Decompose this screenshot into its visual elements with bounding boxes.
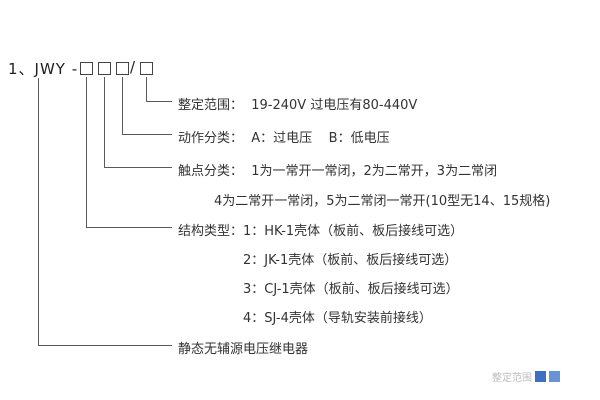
action-callout-vline bbox=[122, 77, 123, 134]
device-callout-vline bbox=[38, 78, 39, 345]
range-label: 整定范围： 19-240V 过电压有80-440V bbox=[178, 98, 418, 113]
action-label: 动作分类： A：过电压 B：低电压 bbox=[178, 131, 390, 146]
structure-label: 结构类型：1：HK-1壳体（板前、板后接线可选） bbox=[178, 224, 464, 239]
contact-callout-hline bbox=[104, 167, 172, 168]
device-name-label: 静态无辅源电压继电器 bbox=[178, 342, 309, 357]
structure-label-line3: 3：CJ-1壳体（板前、板后接线可选） bbox=[243, 282, 459, 297]
contact-label-line2: 4为二常开一常闭，5为二常闭一常开(10型无14、15规格) bbox=[214, 194, 551, 209]
contact-callout-vline bbox=[104, 77, 105, 167]
structure-callout-hline bbox=[86, 227, 172, 228]
digit-box-contact bbox=[98, 62, 111, 75]
device-callout-hline bbox=[38, 345, 172, 346]
contact-label: 触点分类： 1为一常开一常闭，2为二常开，3为二常闭 bbox=[178, 164, 498, 179]
watermark-logo-icon-2 bbox=[549, 371, 560, 382]
range-callout-vline bbox=[146, 77, 147, 101]
structure-callout-vline bbox=[86, 77, 87, 227]
action-callout-hline bbox=[122, 134, 172, 135]
range-callout-hline bbox=[146, 101, 172, 102]
structure-label-line2: 2：JK-1壳体（板前、板后接线可选） bbox=[243, 253, 458, 268]
watermark: 整定范围 bbox=[492, 369, 560, 384]
watermark-text: 整定范围 bbox=[492, 373, 532, 384]
digit-box-range bbox=[140, 62, 153, 75]
digit-box-action bbox=[116, 62, 129, 75]
watermark-logo-icon bbox=[535, 371, 546, 382]
digit-box-structure bbox=[80, 62, 93, 75]
slash-separator: / bbox=[130, 58, 136, 76]
model-prefix-text: 1、JWY - bbox=[8, 60, 79, 78]
structure-label-line4: 4：SJ-4壳体（导轨安装前接线） bbox=[243, 311, 432, 326]
